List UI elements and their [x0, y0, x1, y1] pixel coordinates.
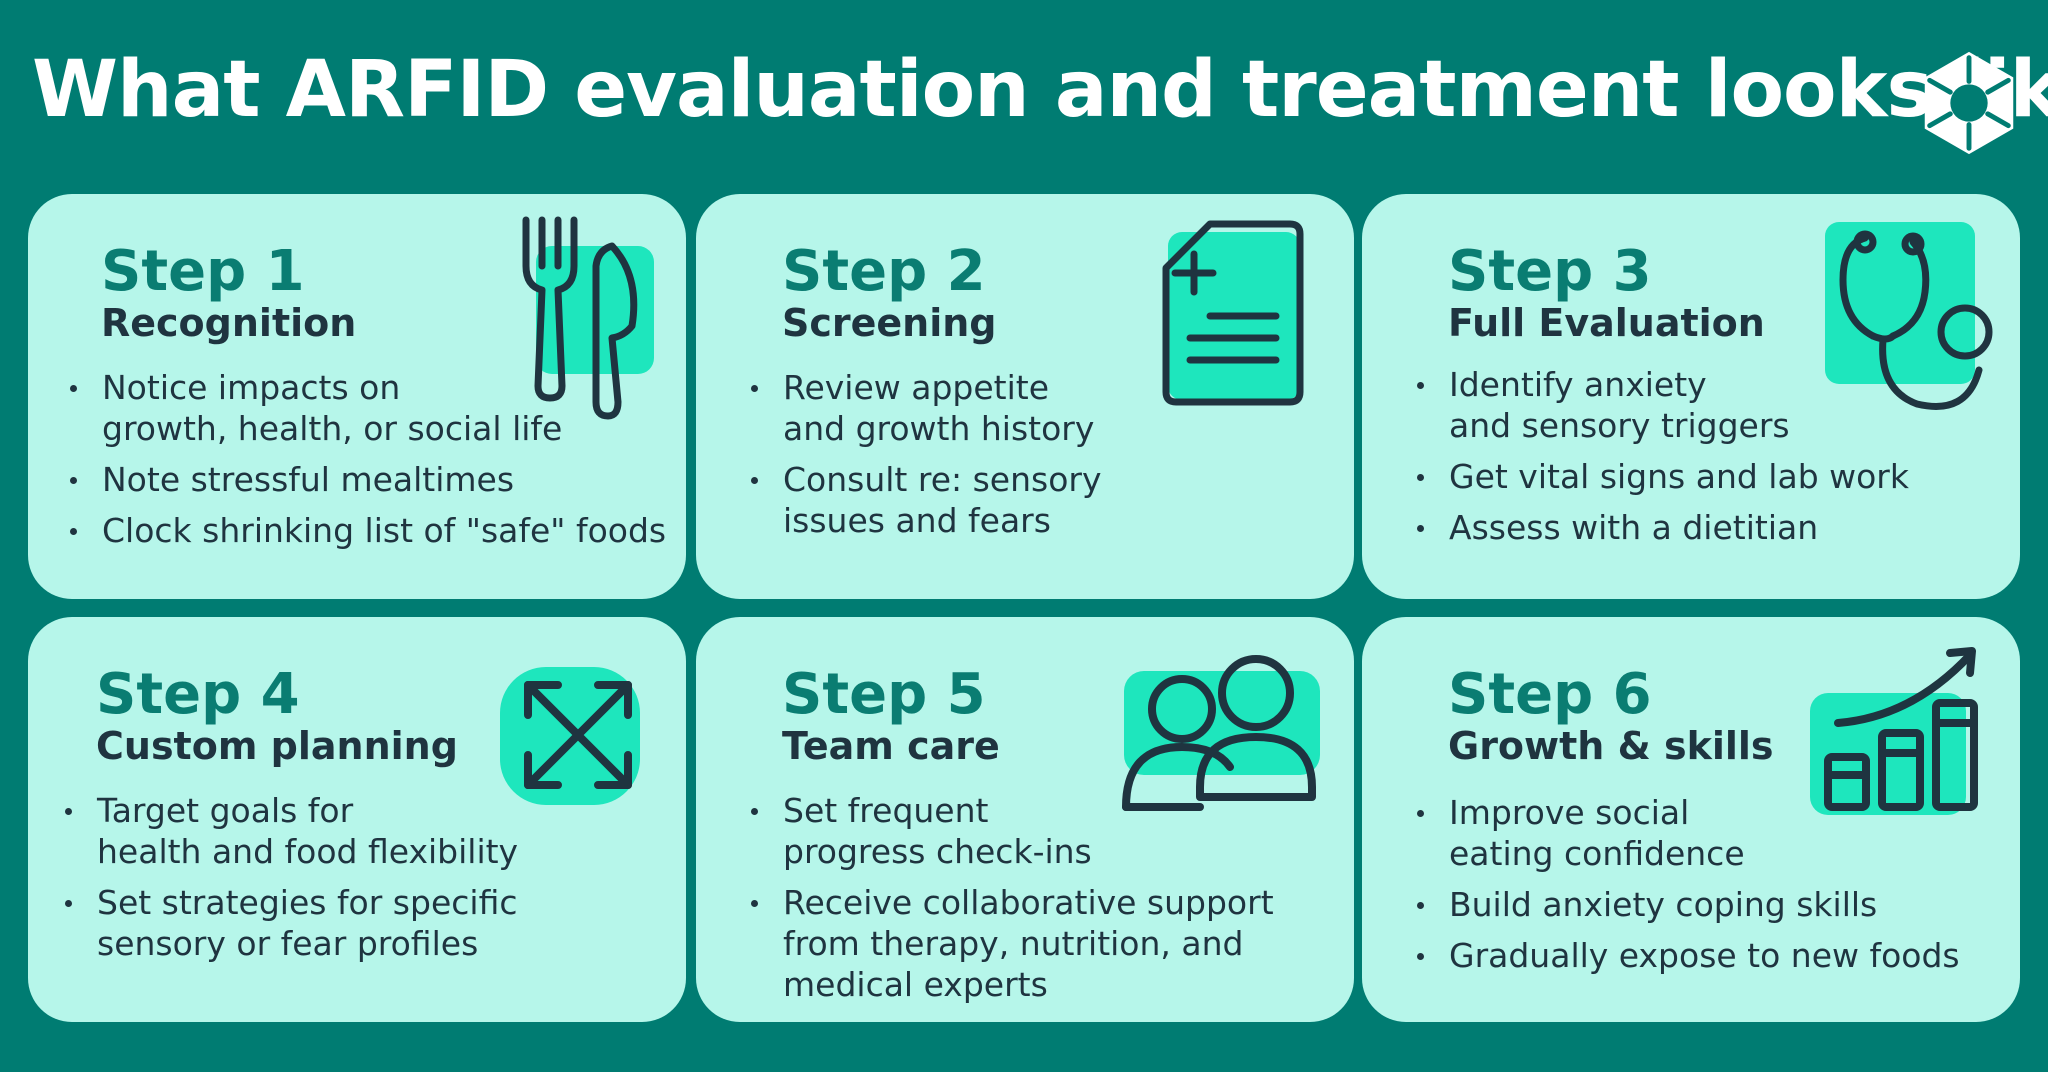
list-item: Gradually expose to new foods: [1415, 935, 1960, 976]
expand-arrows-icon: [500, 667, 640, 805]
fork-knife-icon: [522, 216, 654, 420]
step-title: Growth & skills: [1448, 724, 1774, 768]
step-title: Screening: [782, 301, 997, 345]
list-item: Build anxiety coping skills: [1415, 884, 1960, 925]
step-title: Team care: [782, 724, 1000, 768]
step-label: Step 5: [782, 662, 986, 727]
hexagon-star-logo-icon: [1924, 51, 2014, 155]
list-item: Get vital signs and lab work: [1415, 456, 1909, 497]
step-label: Step 1: [101, 239, 305, 304]
step-label: Step 4: [96, 662, 300, 727]
list-item: Assess with a dietitian: [1415, 507, 1909, 548]
step-label: Step 6: [1448, 662, 1652, 727]
list-item: Clock shrinking list of "safe" foods: [68, 510, 666, 551]
step-title: Recognition: [101, 301, 357, 345]
step-label: Step 2: [782, 239, 986, 304]
people-group-icon: [1122, 655, 1320, 811]
page-title: What ARFID evaluation and treatment look…: [32, 45, 2048, 135]
growth-chart-icon: [1810, 647, 1978, 815]
stethoscope-icon: [1825, 222, 1993, 410]
step-label: Step 3: [1448, 239, 1652, 304]
step-title: Custom planning: [96, 724, 458, 768]
medical-document-icon: [1162, 220, 1304, 406]
list-item: Note stressful mealtimes: [68, 459, 666, 500]
step-title: Full Evaluation: [1448, 301, 1765, 345]
